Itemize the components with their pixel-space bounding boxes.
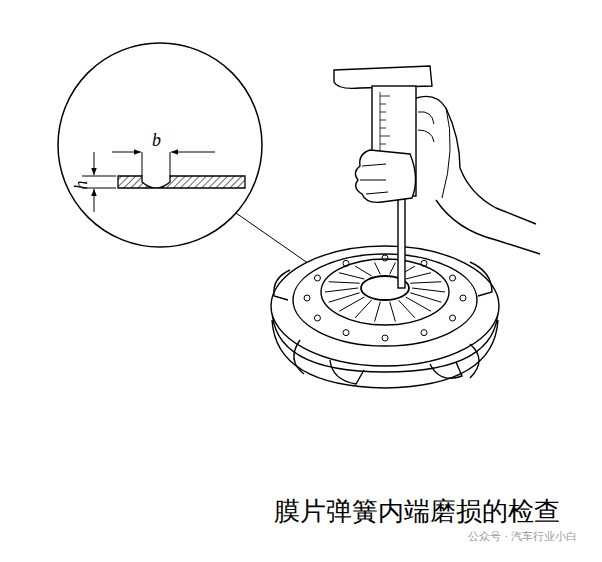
spring-finger: [355, 266, 372, 276]
rivet: [450, 315, 456, 321]
scale-tick: [380, 112, 386, 113]
rivet: [343, 330, 349, 336]
detail-inset: [58, 43, 312, 266]
spring-finger: [325, 288, 358, 292]
watermark: 公众号 · 汽车行业小白: [468, 531, 578, 542]
dimension-label: h: [72, 181, 90, 190]
rivet: [343, 260, 349, 266]
spring-finger: [410, 282, 441, 283]
spring-finger: [406, 273, 431, 279]
spring-finger: [410, 293, 441, 302]
scale-tick: [380, 104, 386, 105]
rivet: [460, 295, 466, 301]
spring-finger: [355, 300, 372, 318]
rivet: [382, 335, 388, 341]
rivet: [314, 315, 320, 321]
rivet: [382, 255, 388, 261]
scale-tick: [380, 128, 386, 129]
scale-tick: [380, 136, 390, 137]
scale-tick: [380, 96, 390, 97]
spring-finger: [390, 262, 396, 274]
pressure-plate: [271, 246, 499, 388]
spring-finger: [399, 300, 416, 318]
rivet: [421, 260, 427, 266]
spring-finger: [339, 297, 364, 311]
rivet: [450, 275, 456, 281]
spring-finger: [329, 293, 360, 302]
spring-finger: [329, 282, 360, 283]
scale-tick: [380, 144, 386, 145]
scale-tick: [380, 120, 386, 121]
figure-caption: 膜片弹簧内端磨损的检查: [274, 498, 560, 524]
spring-finger: [339, 273, 364, 279]
spring-finger: [406, 297, 431, 311]
spring-finger: [375, 262, 381, 274]
rivet: [304, 295, 310, 301]
spring-finger: [390, 302, 396, 322]
spring-finger: [412, 288, 445, 292]
spring-finger: [375, 302, 381, 322]
rivet: [421, 330, 427, 336]
dimension-label: b: [152, 131, 161, 149]
rivet: [314, 275, 320, 281]
vernier-caliper: [334, 66, 540, 288]
